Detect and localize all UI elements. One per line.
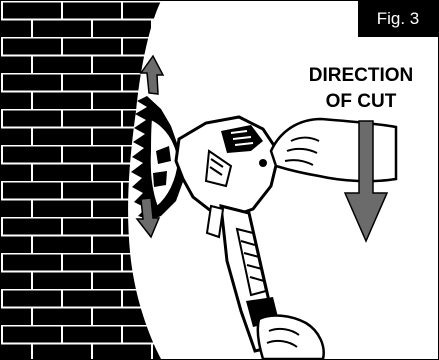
direction-line-1: DIRECTION (301, 63, 421, 89)
figure-label: Fig. 3 (358, 1, 438, 37)
direction-line-2: OF CUT (301, 89, 421, 115)
direction-of-cut-label: DIRECTION OF CUT (301, 63, 421, 115)
